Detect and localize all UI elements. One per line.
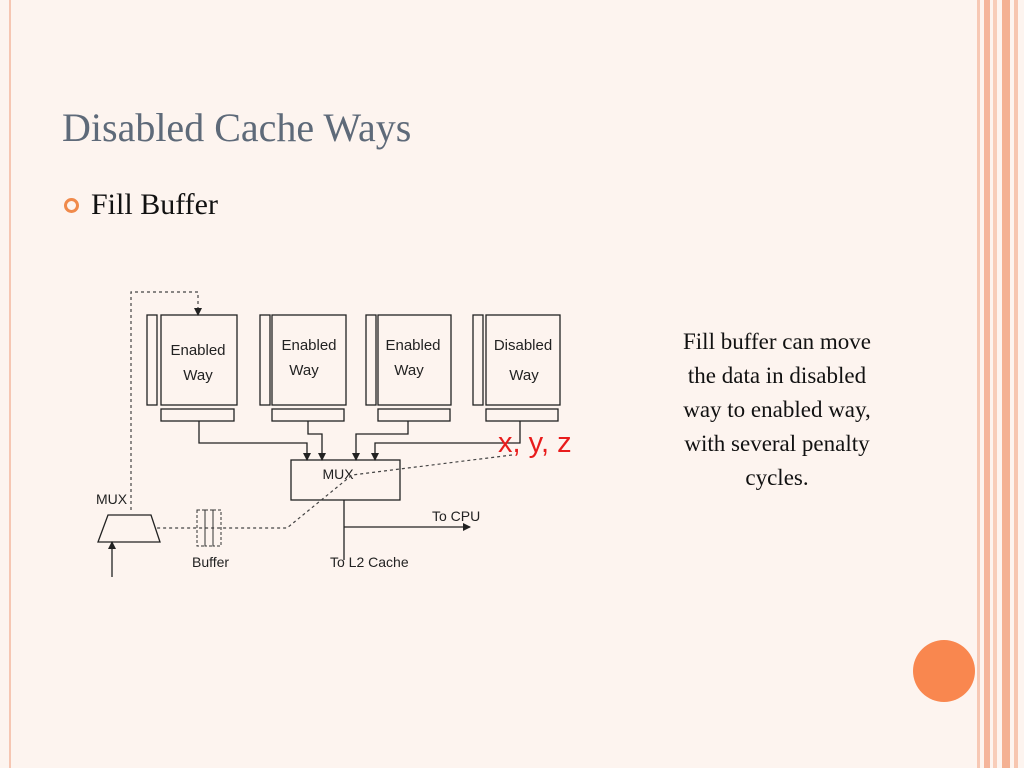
way3-to-mux-line: [352, 421, 409, 461]
left-mux-label: MUX: [96, 491, 128, 507]
way-tag-bar: [160, 408, 235, 422]
xyz-annotation: x, y, z: [498, 427, 572, 459]
note-line: way to enabled way,: [683, 397, 871, 422]
left-border-line: [9, 0, 11, 768]
to-l2-label: To L2 Cache: [330, 554, 409, 570]
way-side-bar: [259, 314, 271, 406]
note-line: Fill buffer can move: [683, 329, 871, 354]
right-border-stripe: [1002, 0, 1010, 768]
way2-to-mux-line: [307, 421, 326, 461]
right-border-stripe: [1014, 0, 1018, 768]
buffer-slot: [212, 509, 222, 547]
way-box: [271, 314, 347, 406]
cache-way-3: Enabled Way: [365, 314, 452, 422]
buffer-label: Buffer: [192, 554, 229, 570]
way-label-line1: Enabled: [170, 342, 225, 359]
cache-way-4-disabled: Disabled Way: [472, 314, 561, 422]
way-side-bar: [472, 314, 484, 406]
way-box: [485, 314, 561, 406]
right-border-stripe: [984, 0, 990, 768]
slide-title: Disabled Cache Ways: [62, 105, 412, 150]
cache-way-2: Enabled Way: [259, 314, 347, 422]
way-label-line2: Way: [394, 362, 424, 379]
right-border-stripe: [977, 0, 980, 768]
to-cpu-label: To CPU: [432, 508, 480, 524]
explanation-text: Fill buffer can move the data in disable…: [646, 325, 908, 495]
decorative-orange-circle: [913, 640, 975, 702]
way-label-line2: Way: [183, 367, 213, 384]
way-label-line1: Enabled: [385, 337, 440, 354]
way-tag-bar: [485, 408, 559, 422]
cache-way-1: Enabled Way: [146, 314, 238, 422]
fill-buffer-block: [196, 509, 222, 547]
way-side-bar: [146, 314, 158, 406]
fill-path-from-disabled-way: [156, 454, 513, 529]
note-line: the data in disabled: [687, 363, 867, 388]
way-label-line2: Way: [289, 362, 319, 379]
bullet-item: Fill Buffer: [64, 188, 218, 222]
right-border-stripe: [993, 0, 997, 768]
center-mux-box: [290, 459, 401, 501]
way1-to-mux-line: [198, 421, 311, 461]
bullet-circle-icon: [64, 197, 79, 213]
way4-to-mux-line: [371, 421, 521, 461]
bullet-text: Fill Buffer: [91, 188, 218, 221]
way-box: [160, 314, 238, 406]
way-tag-bar: [377, 408, 451, 422]
note-line: cycles.: [745, 465, 809, 490]
way-label-line1: Disabled: [494, 337, 552, 354]
way-tag-bar: [271, 408, 345, 422]
note-line: with several penalty: [684, 431, 870, 456]
fill-path-to-way1: [130, 291, 202, 510]
way-box: [377, 314, 452, 406]
left-mux-trapezoid: [97, 514, 161, 543]
way-label-line2: Way: [509, 367, 539, 384]
way-label-line1: Enabled: [281, 337, 336, 354]
center-mux-label: MUX: [322, 466, 354, 482]
way-side-bar: [365, 314, 377, 406]
